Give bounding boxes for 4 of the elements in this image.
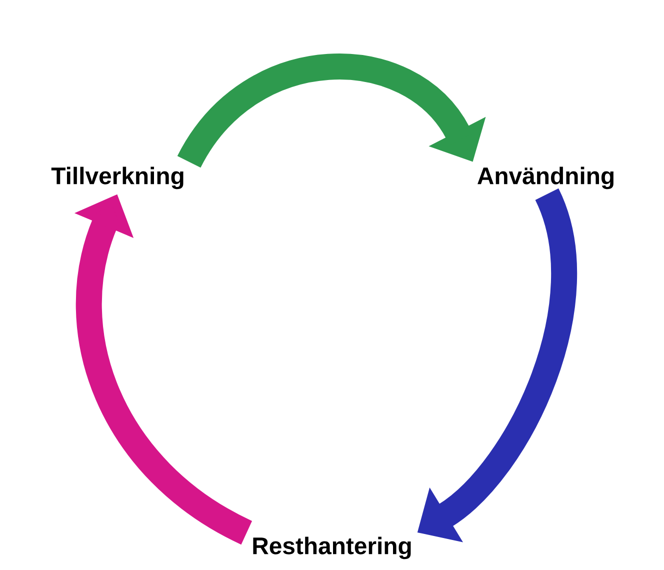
stage-label: Tillverkning (51, 166, 184, 190)
stage-label: Användning (478, 166, 614, 190)
block-arrow (178, 54, 486, 169)
stage-label: Resthantering (253, 536, 411, 560)
